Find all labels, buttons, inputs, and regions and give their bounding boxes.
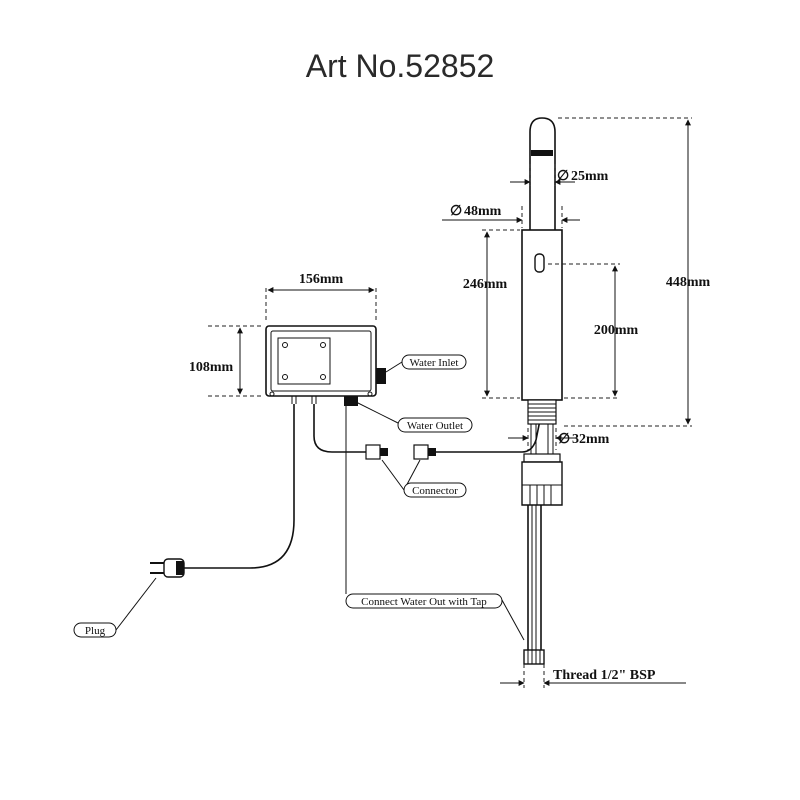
base-diameter-dimension: ∅ 32mm bbox=[508, 428, 610, 450]
diameter-symbol: ∅ bbox=[450, 204, 462, 219]
plug-label: Plug bbox=[85, 625, 106, 637]
body-diameter-label: 48mm bbox=[464, 204, 502, 219]
connect-water-label: Connect Water Out with Tap bbox=[361, 596, 487, 608]
diameter-symbol: ∅ bbox=[558, 432, 570, 447]
box-height-dimension: 108mm bbox=[189, 325, 262, 397]
tap-body bbox=[521, 117, 563, 665]
connector-icon bbox=[365, 444, 436, 460]
control-box bbox=[265, 325, 386, 406]
diameter-symbol: ∅ bbox=[557, 169, 569, 184]
sensor-height-dimension: 200mm bbox=[548, 263, 639, 399]
body-height-dimension: 246mm bbox=[463, 229, 520, 399]
water-outlet-label: Water Outlet bbox=[407, 420, 463, 432]
connector-callout: Connector bbox=[381, 459, 467, 498]
thread-label: Thread 1/2" BSP bbox=[553, 668, 656, 683]
total-height-dimension: 448mm bbox=[558, 117, 711, 427]
box-width-dimension: 156mm bbox=[265, 272, 377, 322]
water-inlet-label: Water Inlet bbox=[410, 357, 459, 369]
sensor-height-label: 200mm bbox=[594, 323, 639, 338]
box-height-label: 108mm bbox=[189, 360, 234, 375]
connect-water-callout: Connect Water Out with Tap bbox=[345, 406, 525, 641]
spout-diameter-dimension: ∅ 25mm bbox=[510, 164, 609, 186]
spout-diameter-label: 25mm bbox=[571, 169, 609, 184]
total-height-label: 448mm bbox=[666, 275, 711, 290]
water-inlet-callout: Water Inlet bbox=[385, 354, 467, 373]
connector-label: Connector bbox=[412, 485, 458, 497]
box-width-label: 156mm bbox=[299, 272, 344, 287]
power-cable bbox=[184, 404, 295, 569]
sensor-cable-box bbox=[313, 404, 366, 453]
plug-callout: Plug bbox=[73, 577, 157, 638]
body-height-label: 246mm bbox=[463, 277, 508, 292]
water-outlet-callout: Water Outlet bbox=[351, 399, 473, 433]
page-title: Art No.52852 bbox=[305, 48, 495, 84]
plug-icon bbox=[150, 558, 185, 578]
thread-dimension: Thread 1/2" BSP bbox=[500, 664, 686, 688]
base-diameter-label: 32mm bbox=[572, 432, 610, 447]
body-diameter-dimension: ∅ 48mm bbox=[442, 204, 580, 228]
